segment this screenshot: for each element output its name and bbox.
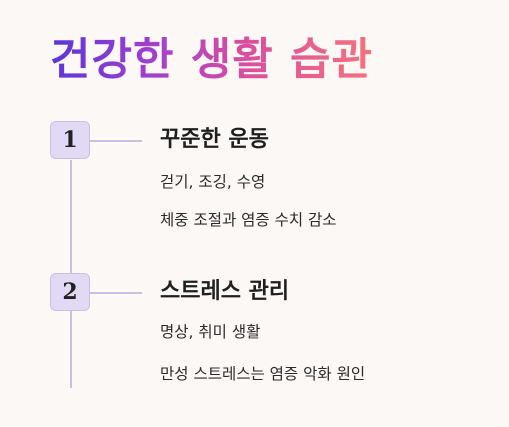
step-2-detail-1: 명상, 취미 생활 <box>160 323 261 341</box>
step-2-heading: 스트레스 관리 <box>160 279 290 304</box>
step-1-connector <box>90 140 142 142</box>
step-2-connector <box>90 292 142 294</box>
step-1-heading: 꾸준한 운동 <box>160 127 269 152</box>
step-1-badge: 1 <box>50 121 90 159</box>
step-1-detail-2: 체중 조절과 염증 수치 감소 <box>160 211 337 229</box>
step-1-detail-1: 걷기, 조깅, 수영 <box>160 173 266 191</box>
step-2-detail-2: 만성 스트레스는 염증 악화 원인 <box>160 365 366 383</box>
step-2-badge: 2 <box>50 273 90 311</box>
page-title: 건강한 생활 습관 <box>50 28 373 92</box>
